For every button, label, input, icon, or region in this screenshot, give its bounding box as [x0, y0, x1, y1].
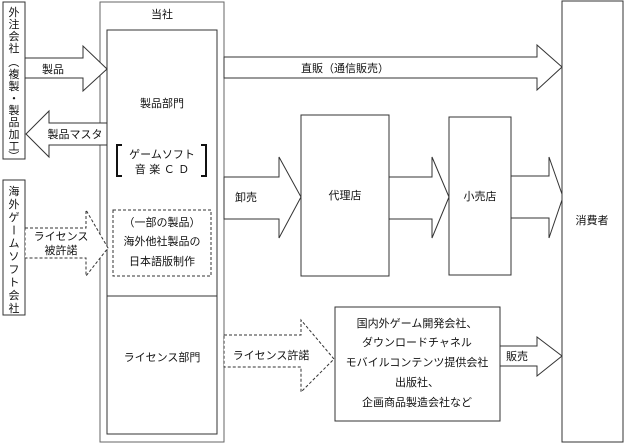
licensees-line-3: 出版社、: [395, 375, 439, 389]
agency-to-retailer-arrow: [388, 156, 450, 239]
retailer-box: 小売店: [448, 116, 512, 276]
licensees-box: 国内外ゲーム開発会社、 ダウンロードチャネル モバイルコンテンツ提供会社 出版社…: [334, 306, 501, 422]
outsourcer-label-12: ）: [7, 151, 20, 162]
outsourcer-label-7: ・: [9, 92, 20, 105]
outsourcer-label-2: 会: [9, 30, 20, 43]
overseas-label-8: 会: [9, 289, 20, 302]
outsourcer-label-0: 外: [9, 6, 20, 19]
outsourcer-label-6: 製: [9, 79, 20, 93]
product-master-arrow: 製品マスタ: [25, 109, 108, 159]
outsourcer-label-8: 製: [9, 103, 20, 117]
localization-line-0: （一部の製品）: [124, 215, 201, 229]
consumer-label: 消費者: [576, 213, 609, 227]
overseas-label-1: 外: [9, 198, 20, 211]
sales-arrow: 販売: [499, 335, 563, 378]
localization-dashed-box: [112, 209, 212, 277]
wholesale-label: 卸売: [235, 190, 257, 204]
licensees-line-1: ダウンロードチャネル: [362, 335, 472, 349]
localization-line-1: 海外他社製品の: [124, 234, 201, 248]
overseas-label-4: ム: [9, 237, 20, 250]
product-in-arrow: 製品: [24, 44, 108, 93]
license-granted-label: ライセンス許諾: [233, 348, 310, 362]
license-received-label-1: 被許諾: [45, 243, 78, 257]
overseas-label-9: 社: [9, 301, 20, 315]
company-title: 当社: [151, 7, 173, 21]
product-in-label: 製品: [42, 62, 64, 76]
agency-label: 代理店: [329, 188, 362, 202]
outsourcer-label-5: 複: [9, 67, 20, 81]
license-division-title: ライセンス部門: [124, 350, 201, 364]
right-bracket: [201, 144, 207, 177]
retailer-to-consumer-arrow: [510, 156, 564, 239]
localization-line-2: 日本語版制作: [129, 254, 195, 268]
bracket-line-music-cd: 音 楽 Ｃ Ｄ: [135, 162, 190, 176]
licensees-line-4: 企画商品製造会社など: [362, 395, 472, 409]
outsourcer-box: 外 注 会 社 （ 複 製 ・ 製 品 加 工 ）: [2, 1, 26, 162]
license-granted-arrow: ライセンス許諾: [223, 318, 335, 394]
overseas-label-6: フ: [9, 263, 20, 276]
licensees-line-0: 国内外ゲーム開発会社、: [357, 316, 478, 330]
overseas-label-0: 海: [9, 184, 20, 198]
overseas-label-2: ゲ: [9, 211, 20, 224]
product-master-label: 製品マスタ: [48, 127, 103, 141]
wholesale-arrow: 卸売: [223, 156, 302, 239]
outsourcer-label-10: 加: [9, 128, 20, 141]
retailer-label: 小売店: [464, 189, 497, 203]
license-division-box: ライセンス部門: [106, 295, 218, 435]
bracket-line-game-software: ゲームソフト: [129, 148, 195, 161]
license-received-label-0: ライセンス: [34, 230, 89, 243]
outsourcer-label-9: 品: [9, 116, 20, 129]
outsourcer-label-3: 社: [9, 41, 20, 55]
consumer-box: 消費者: [561, 0, 624, 443]
overseas-label-5: ソ: [9, 250, 20, 263]
overseas-company-box: 海 外 ゲ ー ム ソ フ ト 会 社: [2, 179, 26, 316]
outsourcer-label-4: （: [7, 57, 20, 68]
overseas-label-3: ー: [7, 225, 20, 236]
direct-sales-label: 直販（通信販売）: [301, 61, 389, 75]
product-division-box: 製品部門 ゲームソフト 音 楽 Ｃ Ｄ （一部の製品） 海外他社製品の 日本語版…: [106, 29, 218, 297]
agency-box: 代理店: [300, 114, 390, 277]
outsourcer-label-11: 工: [9, 140, 20, 153]
licensees-line-2: モバイルコンテンツ提供会社: [346, 355, 489, 369]
license-received-arrow: ライセンス 被許諾: [24, 208, 109, 278]
sales-label: 販売: [506, 350, 528, 363]
overseas-label-7: ト: [9, 276, 20, 289]
direct-sales-arrow: 直販（通信販売）: [223, 43, 563, 92]
product-division-title: 製品部門: [140, 96, 184, 110]
left-bracket: [116, 144, 122, 177]
outsourcer-label-1: 注: [9, 17, 20, 31]
